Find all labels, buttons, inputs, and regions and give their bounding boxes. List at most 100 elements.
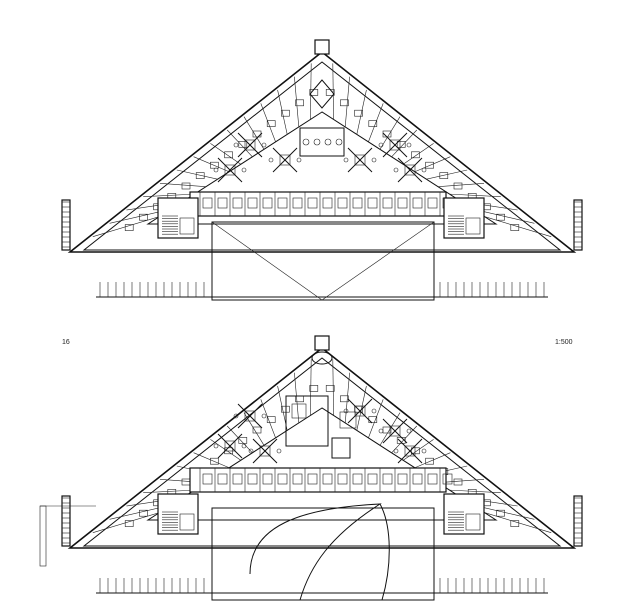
- office-desk: [195, 172, 205, 179]
- workstation-cluster: [347, 147, 373, 173]
- office-desk: [281, 109, 290, 117]
- wc-cabin: [292, 473, 303, 485]
- workstation-chair: [213, 167, 219, 173]
- office-partition: [176, 169, 218, 180]
- office-partition: [226, 425, 253, 454]
- office-partition: [243, 116, 265, 150]
- workstation-desk: [404, 164, 416, 176]
- office-partition: [310, 63, 312, 120]
- workstation-cluster: [382, 132, 408, 158]
- workstation-chair: [233, 142, 239, 148]
- wc-cabin: [217, 473, 228, 485]
- office-desk: [453, 182, 463, 190]
- office-desk: [238, 437, 248, 444]
- wc-cabin: [247, 197, 258, 209]
- office-partition: [92, 512, 160, 533]
- office-partition: [143, 193, 195, 197]
- office-desk: [238, 141, 248, 148]
- workstation-cluster: [217, 157, 243, 183]
- right-end-bar: [573, 495, 583, 547]
- office-desk: [425, 457, 434, 465]
- office-desk: [411, 447, 420, 455]
- office-desk: [181, 182, 191, 190]
- workstation-chair: [261, 142, 267, 148]
- wc-cabin: [367, 197, 378, 209]
- office-partition: [226, 129, 253, 158]
- workstation-desk: [244, 410, 256, 422]
- workstation-cluster: [217, 433, 243, 459]
- office-desk: [266, 416, 276, 423]
- office-desk: [496, 213, 505, 221]
- workstation-chair: [343, 157, 349, 163]
- inner-facade: [82, 357, 562, 547]
- workstation-desk: [389, 425, 401, 437]
- right-end-bar: [573, 199, 583, 251]
- meeting-table: [309, 79, 335, 109]
- workstation-desk: [389, 139, 401, 151]
- workstation-chair: [213, 443, 219, 449]
- office-desk: [139, 509, 148, 517]
- workstation-chair: [241, 167, 247, 173]
- office-partition: [277, 89, 288, 135]
- workstation-cluster: [397, 157, 423, 183]
- workstation-cluster: [397, 438, 423, 464]
- office-partition: [484, 512, 552, 533]
- workstation-cluster: [347, 398, 373, 424]
- office-desk: [224, 151, 233, 159]
- workstation-cluster: [237, 132, 263, 158]
- round-meeting-table: [311, 351, 333, 365]
- workstation-chair: [276, 448, 282, 454]
- office-partition: [391, 425, 418, 454]
- core-strip: [189, 467, 447, 493]
- central-lounge: [285, 395, 329, 447]
- wc-cabin: [277, 473, 288, 485]
- workstation-chair: [393, 167, 399, 173]
- upper-floor-plan: [61, 39, 583, 301]
- workstation-chair: [421, 167, 427, 173]
- left-end-bar: [61, 199, 71, 251]
- office-partition: [332, 63, 334, 120]
- office-partition: [414, 452, 451, 469]
- workstation-desk: [224, 164, 236, 176]
- office-desk: [354, 109, 363, 117]
- wc-cabin: [262, 197, 273, 209]
- workstation-desk: [354, 405, 366, 417]
- office-partition: [437, 183, 485, 187]
- office-partition: [159, 183, 207, 187]
- wc-cabin: [382, 473, 393, 485]
- office-desk: [496, 509, 505, 517]
- workstation-chair: [261, 413, 267, 419]
- office-desk: [439, 172, 449, 179]
- office-partition: [356, 385, 367, 431]
- wc-cabin: [352, 473, 363, 485]
- workstation-chair: [406, 142, 412, 148]
- office-partition: [260, 103, 276, 142]
- office-partition: [484, 216, 552, 237]
- office-partition: [356, 89, 367, 135]
- lounge-sofa: [291, 403, 307, 419]
- workstation-cluster: [382, 418, 408, 444]
- wc-cabin: [397, 197, 408, 209]
- corridor-wall: [146, 407, 498, 521]
- workstation-desk: [404, 445, 416, 457]
- entrance-hall: [211, 507, 435, 601]
- workstation-chair: [393, 448, 399, 454]
- office-desk: [425, 161, 434, 169]
- workstation-desk: [354, 154, 366, 166]
- office-partition: [260, 399, 276, 438]
- office-partition: [332, 359, 334, 416]
- elevator-shaft: [179, 217, 195, 235]
- office-desk: [411, 151, 420, 159]
- wc-cabin: [397, 473, 408, 485]
- atrium-diagonal: [321, 221, 435, 301]
- left-end-bar: [61, 495, 71, 547]
- office-partition: [210, 143, 241, 165]
- workstation-cluster: [272, 147, 298, 173]
- office-partition: [403, 143, 434, 165]
- wc-cabin: [202, 473, 213, 485]
- office-desk: [124, 520, 134, 527]
- workstation-cluster: [237, 403, 263, 429]
- workstation-desk: [259, 445, 271, 457]
- workstation-desk: [244, 139, 256, 151]
